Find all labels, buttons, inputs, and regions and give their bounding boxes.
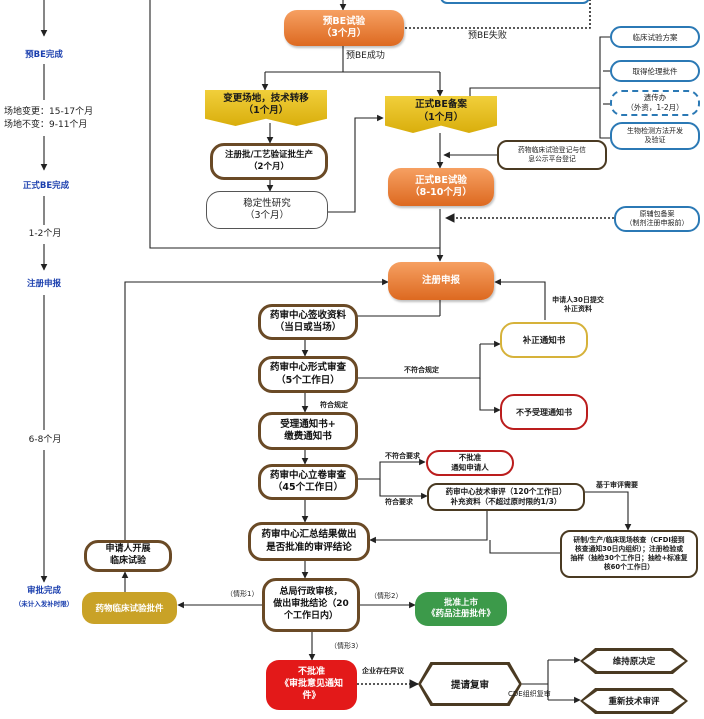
summary-node: 药审中心汇总结果做出 是否批准的审评结论 [248,522,370,561]
timeline-pre-be-done: 预BE完成 [25,50,63,60]
label-pre-be-success: 预BE成功 [346,51,385,61]
reexam-hex-border: 提请复审 [418,662,522,706]
label-compliant: 符合规定 [320,401,348,409]
timeline-site-change: 场地变更：15-17个月 [4,107,94,117]
timeline-approval-done: 审批完成 [26,586,61,596]
label-objection: 企业存在异议 [362,667,404,675]
timeline-interval-6-8: 6-8个月 [28,435,62,445]
label-pre-be-fail: 预BE失败 [468,31,507,41]
timeline-interval-1-2: 1-2个月 [28,229,62,239]
api-filing-node: 原辅包备案 （制剂注册申报前） [614,206,700,232]
registration-batch-node: 注册批/工艺验证批生产 （2个月） [210,143,328,180]
clinical-plan-node: 临床试验方案 [610,26,700,48]
pre-be-node: 预BE试验 （3个月） [284,10,404,46]
label-case-1: （情形1） [226,590,259,598]
supplement-notice-node: 补正通知书 [500,322,588,358]
formal-review-node: 药审中心形式审查 （5个工作日） [258,356,358,393]
timeline-approval-note: （未计入发补时限） [14,600,74,608]
label-based-on-review: 基于审评需要 [596,481,638,489]
label-supplement-30d: 申请人30日提交 补正资料 [552,296,604,313]
inspection-node: 研制/生产/临床现场核查（CFDI接到 核查通知30日内组织）；注册检验或 抽样… [560,530,698,578]
label-cde-review: CDE组织复审 [508,690,551,698]
formal-be-trial-node: 正式BE试验 （8-10个月） [388,168,494,206]
acceptance-node: 受理通知书+ 缴费通知书 [258,412,358,450]
label-meet: 符合要求 [385,498,413,506]
label-not-meet: 不符合要求 [385,452,420,460]
keep-decision-node: 维持原决定 [583,651,685,671]
timeline-registration: 注册申报 [26,279,61,289]
trial-approval-node: 药物临床试验批件 [82,592,177,624]
tech-review-node: 药审中心技术审评（120个工作日） 补充资料（不超过原时限的1/3） [427,483,585,511]
not-approved-notify-node: 不批准 通知申请人 [426,450,514,476]
retech-hex-border: 重新技术审评 [580,688,688,714]
partial-top-box [440,0,590,4]
approved-node: 批准上市 《药品注册批件》 [415,592,507,626]
bio-method-node: 生物检测方法开发 及验证 [610,122,700,150]
applicant-trial-node: 申请人开展 临床试验 [84,540,172,572]
label-noncompliant: 不符合规定 [404,366,439,374]
pending-node: 遗传办 （外资，1-2月） [610,90,700,116]
retech-review-node: 重新技术审评 [583,691,685,711]
label-case-3: （情形3） [330,642,363,650]
keep-hex-border: 维持原决定 [580,648,688,674]
timeline-formal-be-done: 正式BE完成 [22,181,70,191]
stability-node: 稳定性研究 （3个月） [206,191,328,229]
ethics-node: 取得伦理批件 [610,60,700,82]
label-case-2: （情形2） [370,592,403,600]
receive-node: 药审中心签收资料 （当日或当场） [258,304,358,340]
not-accepted-node: 不予受理通知书 [500,394,588,430]
reexam-node: 提请复审 [421,665,519,703]
rejected-node: 不批准 《审批意见通知 件》 [266,660,357,710]
registry-node: 药物临床试验登记与信 息公示平台登记 [497,140,607,170]
timeline-site-same: 场地不变：9-11个月 [4,120,88,130]
final-review-node: 总局行政审核， 做出审批结论（20 个工作日内） [262,578,360,632]
submit-node: 注册申报 [388,262,494,300]
filing-review-node: 药审中心立卷审查 （45个工作日） [258,464,358,500]
